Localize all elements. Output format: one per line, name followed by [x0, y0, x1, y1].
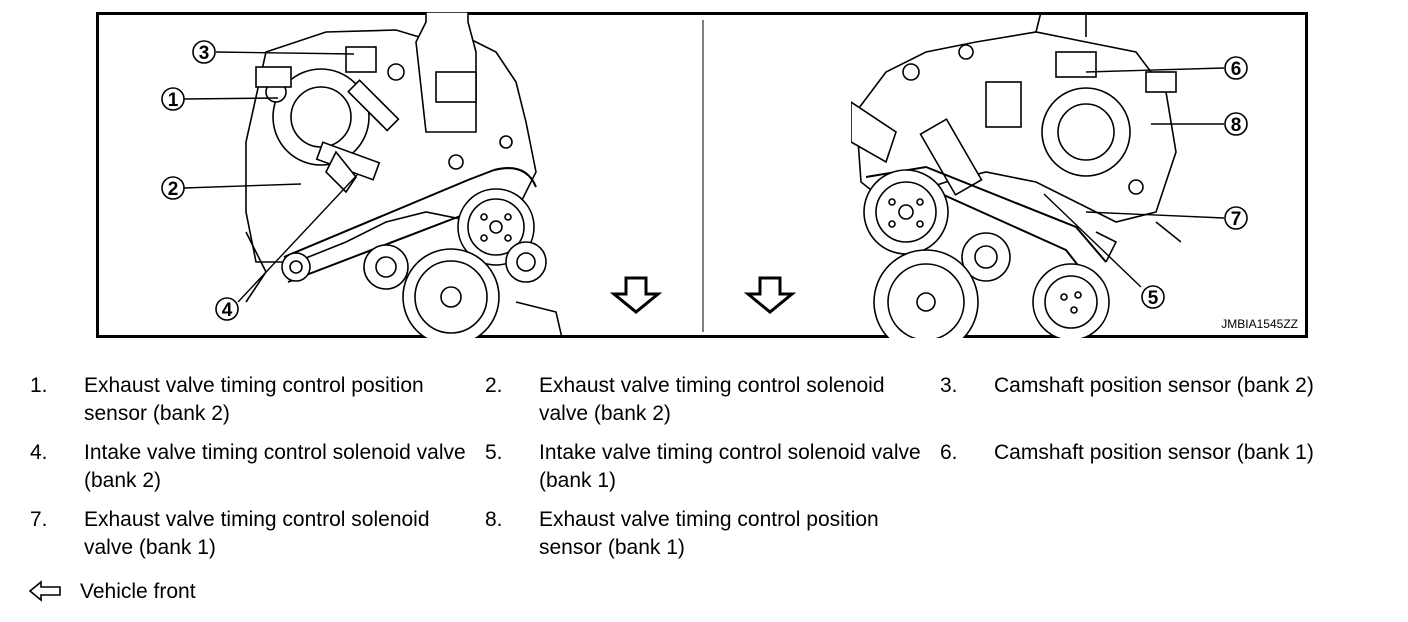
svg-text:8: 8 — [1231, 115, 1242, 136]
leader-lines — [183, 51, 1225, 303]
legend-num: 3. — [940, 374, 958, 397]
front-arrow-down-icon-right — [743, 276, 797, 314]
leader-5 — [1043, 193, 1142, 288]
legend-num: 4. — [30, 441, 48, 464]
callout-6: 6 — [1224, 56, 1248, 80]
legend-num: 8. — [485, 508, 503, 531]
svg-text:5: 5 — [1148, 288, 1159, 309]
callout-7: 7 — [1224, 206, 1248, 230]
callout-1: 1 — [161, 87, 185, 111]
legend-text: Exhaust valve timing control solenoid va… — [84, 508, 430, 559]
leader-2 — [183, 183, 302, 189]
legend-text: Exhaust valve timing control solenoid va… — [539, 374, 885, 425]
legend: 1. Exhaust valve timing control position… — [0, 370, 1408, 570]
engine-illustration-left — [245, 12, 562, 338]
callout-5: 5 — [1141, 285, 1165, 309]
leader-7 — [1085, 211, 1225, 219]
legend-num: 7. — [30, 508, 48, 531]
svg-text:7: 7 — [1231, 209, 1242, 230]
callout-2: 2 — [161, 176, 185, 200]
legend-text: Intake valve timing control solenoid val… — [539, 441, 921, 492]
legend-text: Exhaust valve timing control position se… — [539, 508, 879, 559]
vehicle-front-label: Vehicle front — [80, 580, 196, 603]
leader-1 — [183, 97, 279, 100]
front-arrow-down-icon-left — [609, 276, 663, 314]
legend-text: Camshaft position sensor (bank 2) — [994, 374, 1314, 397]
engine-diagram: 1 2 3 4 5 6 7 8 JMBIA1545ZZ — [96, 12, 1308, 338]
callout-8: 8 — [1224, 112, 1248, 136]
legend-num: 5. — [485, 441, 503, 464]
callout-4: 4 — [215, 297, 239, 321]
legend-num: 6. — [940, 441, 958, 464]
legend-text: Intake valve timing control solenoid val… — [84, 441, 466, 492]
callout-3: 3 — [192, 40, 216, 64]
hollow-arrow-left-icon — [28, 580, 61, 602]
callouts: 1 2 3 4 5 6 7 8 — [161, 40, 1248, 321]
svg-text:2: 2 — [168, 179, 179, 200]
legend-num: 2. — [485, 374, 503, 397]
legend-text: Exhaust valve timing control position se… — [84, 374, 424, 425]
legend-text: Camshaft position sensor (bank 1) — [994, 441, 1314, 464]
svg-text:4: 4 — [222, 300, 233, 321]
figure-id: JMBIA1545ZZ — [1221, 317, 1298, 331]
leader-3 — [215, 51, 355, 55]
engine-illustration-right — [851, 12, 1181, 338]
legend-num: 1. — [30, 374, 48, 397]
svg-text:3: 3 — [199, 43, 210, 64]
leader-6 — [1085, 67, 1225, 73]
svg-text:1: 1 — [168, 90, 179, 111]
svg-text:6: 6 — [1231, 59, 1242, 80]
leader-4 — [237, 173, 359, 303]
